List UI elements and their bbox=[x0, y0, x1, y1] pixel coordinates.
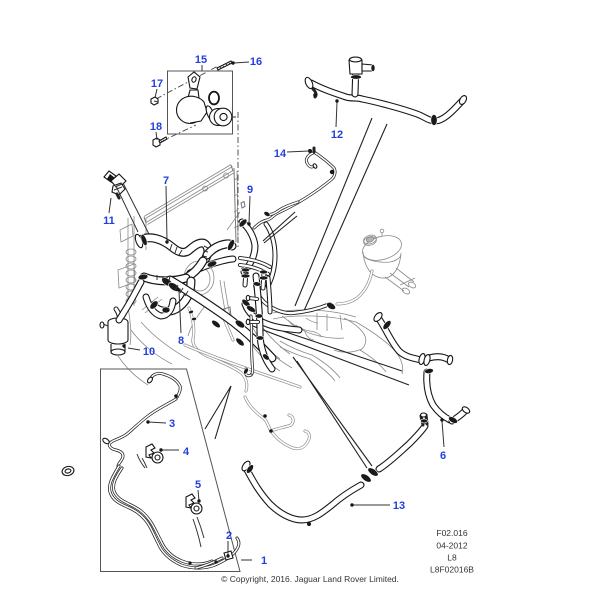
svg-text:3: 3 bbox=[169, 418, 175, 430]
svg-text:12: 12 bbox=[331, 129, 343, 141]
svg-text:5: 5 bbox=[195, 479, 201, 491]
svg-text:L8F02016B: L8F02016B bbox=[430, 565, 474, 575]
svg-text:9: 9 bbox=[247, 184, 253, 196]
svg-text:© Copyright, 2016. Jaguar Land: © Copyright, 2016. Jaguar Land Rover Lim… bbox=[221, 574, 399, 584]
svg-text:15: 15 bbox=[195, 54, 207, 66]
svg-text:18: 18 bbox=[150, 121, 162, 133]
svg-text:13: 13 bbox=[393, 500, 405, 512]
svg-text:10: 10 bbox=[143, 346, 155, 358]
svg-text:L8: L8 bbox=[447, 553, 457, 563]
svg-text:4: 4 bbox=[183, 446, 190, 458]
svg-text:1: 1 bbox=[261, 555, 267, 567]
svg-text:8: 8 bbox=[178, 335, 184, 347]
svg-text:14: 14 bbox=[274, 148, 287, 160]
svg-text:17: 17 bbox=[151, 78, 163, 90]
svg-text:2: 2 bbox=[226, 530, 232, 542]
svg-text:6: 6 bbox=[440, 450, 446, 462]
svg-text:F02.016: F02.016 bbox=[436, 528, 467, 538]
svg-text:7: 7 bbox=[163, 175, 169, 187]
svg-text:16: 16 bbox=[250, 56, 262, 68]
svg-text:04-2012: 04-2012 bbox=[436, 541, 467, 551]
svg-text:11: 11 bbox=[103, 215, 115, 227]
